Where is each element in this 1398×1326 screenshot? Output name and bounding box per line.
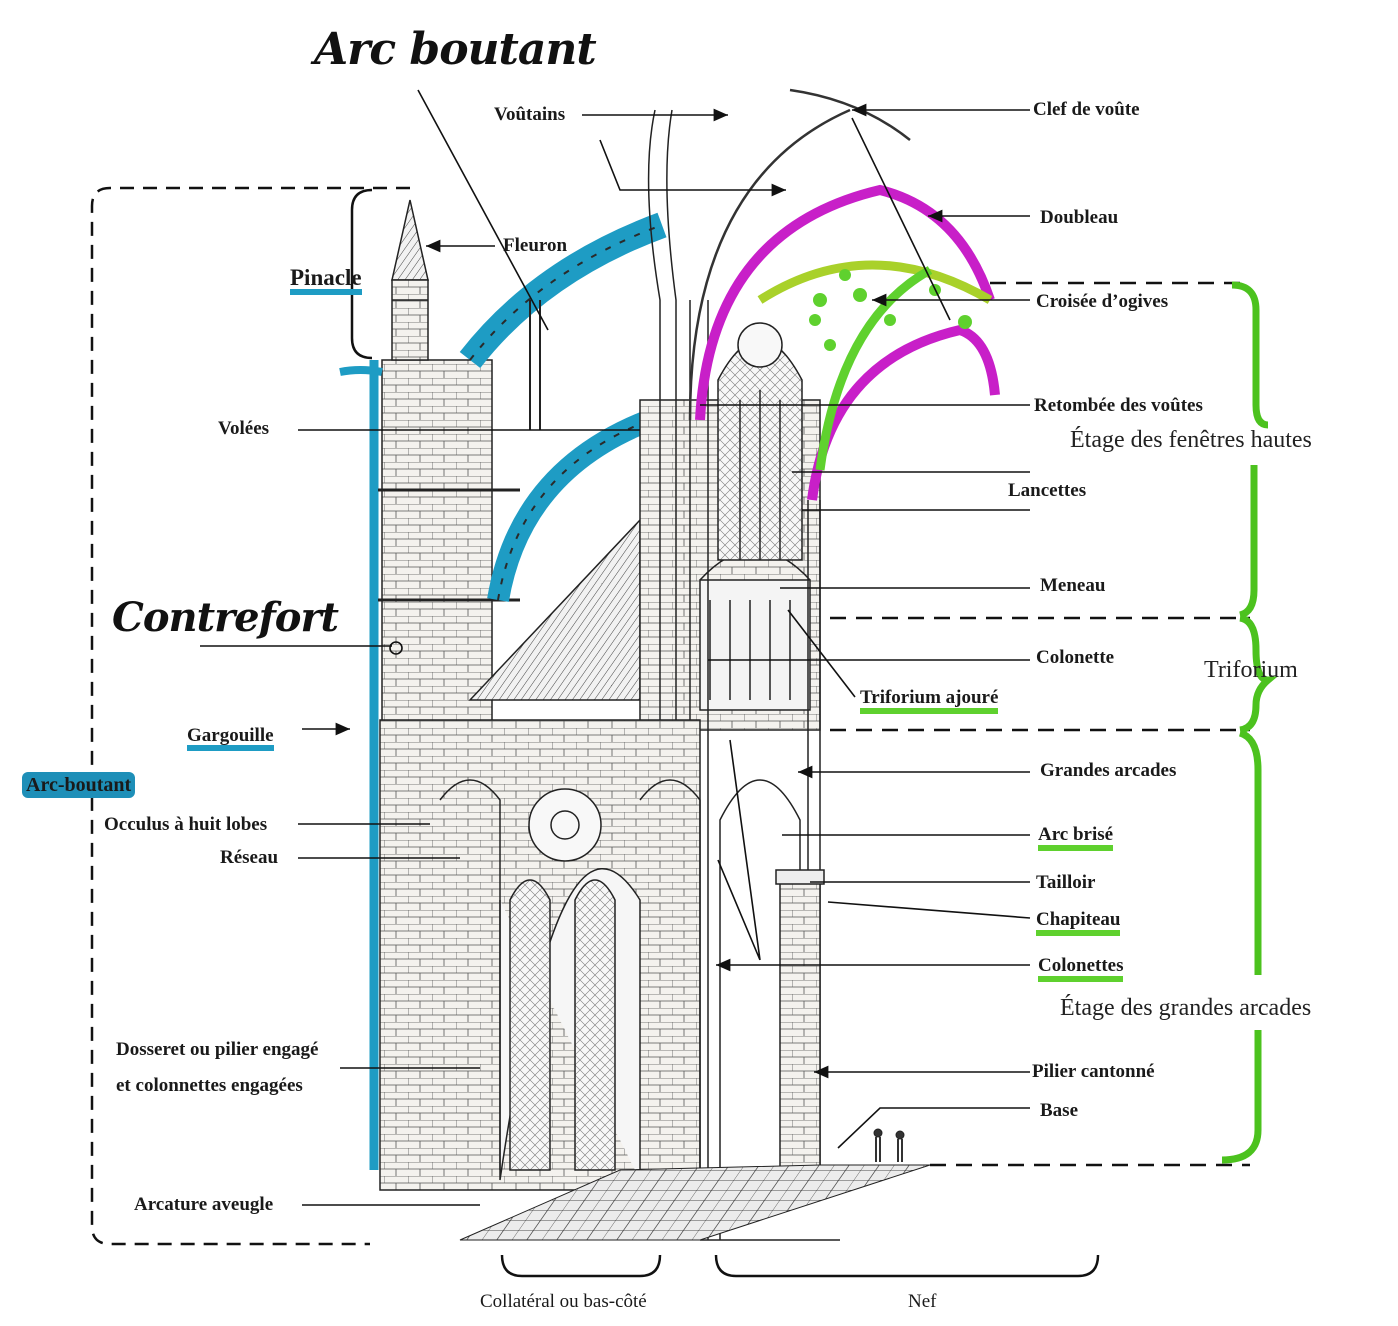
lancettes-label: Lancettes [1008, 481, 1086, 500]
aisle-arcade [380, 720, 700, 1190]
arc-brise-label: Arc brisé [1038, 825, 1113, 851]
arc-boutant-handwritten-label: Arc boutant [314, 28, 596, 72]
aisle-roof [470, 520, 640, 700]
triforium-ajoure-label: Triforium ajouré [860, 688, 998, 714]
croisee-ogives-label: Croisée d’ogives [1036, 292, 1168, 311]
contrefort-handwritten-label: Contrefort [112, 598, 338, 638]
bottom-braces [502, 1255, 1098, 1276]
chapiteau-label: Chapiteau [1036, 910, 1120, 936]
level-grandes-arcades: Étage des grandes arcades [1060, 996, 1311, 1020]
clerestory-window [718, 323, 802, 560]
arc-boutant-text: Arc-boutant [22, 772, 135, 798]
occulus-label: Occulus à huit lobes [104, 815, 267, 834]
colonettes-label: Colonettes [1038, 956, 1123, 982]
base-label: Base [1040, 1101, 1078, 1120]
pilier-cantonne-label: Pilier cantonné [1032, 1062, 1155, 1081]
meneau-label: Meneau [1040, 576, 1105, 595]
arcature-label: Arcature aveugle [134, 1195, 273, 1214]
nef-label: Nef [908, 1292, 936, 1311]
tailloir-label: Tailloir [1036, 873, 1095, 892]
pinacle-label: Pinacle [290, 266, 362, 295]
doubleau-label: Doubleau [1040, 208, 1118, 227]
arc-boutant-label: Arc-boutant [22, 775, 135, 795]
gargouille-label: Gargouille [187, 726, 274, 751]
level-braces [1222, 285, 1268, 1160]
pinnacle-drawing [392, 200, 428, 360]
dosseret-label-line-1: Dosseret ou pilier engagé [116, 1040, 318, 1059]
clef-de-voute-label: Clef de voûte [1033, 100, 1140, 119]
grandes-arcades-label: Grandes arcades [1040, 761, 1176, 780]
volees-label: Volées [218, 419, 269, 438]
collateral-label: Collatéral ou bas-côté [480, 1292, 647, 1311]
reseau-label: Réseau [220, 848, 278, 867]
fleuron-label: Fleuron [503, 236, 567, 255]
level-fenetres-hautes: Étage des fenêtres hautes [1070, 428, 1312, 452]
retombee-label: Retombée des voûtes [1034, 396, 1203, 415]
colonette-label: Colonette [1036, 648, 1114, 667]
dosseret-label-line-2: et colonnettes engagées [116, 1076, 303, 1095]
voutains-label: Voûtains [494, 105, 565, 124]
level-triforium: Triforium [1204, 658, 1298, 682]
